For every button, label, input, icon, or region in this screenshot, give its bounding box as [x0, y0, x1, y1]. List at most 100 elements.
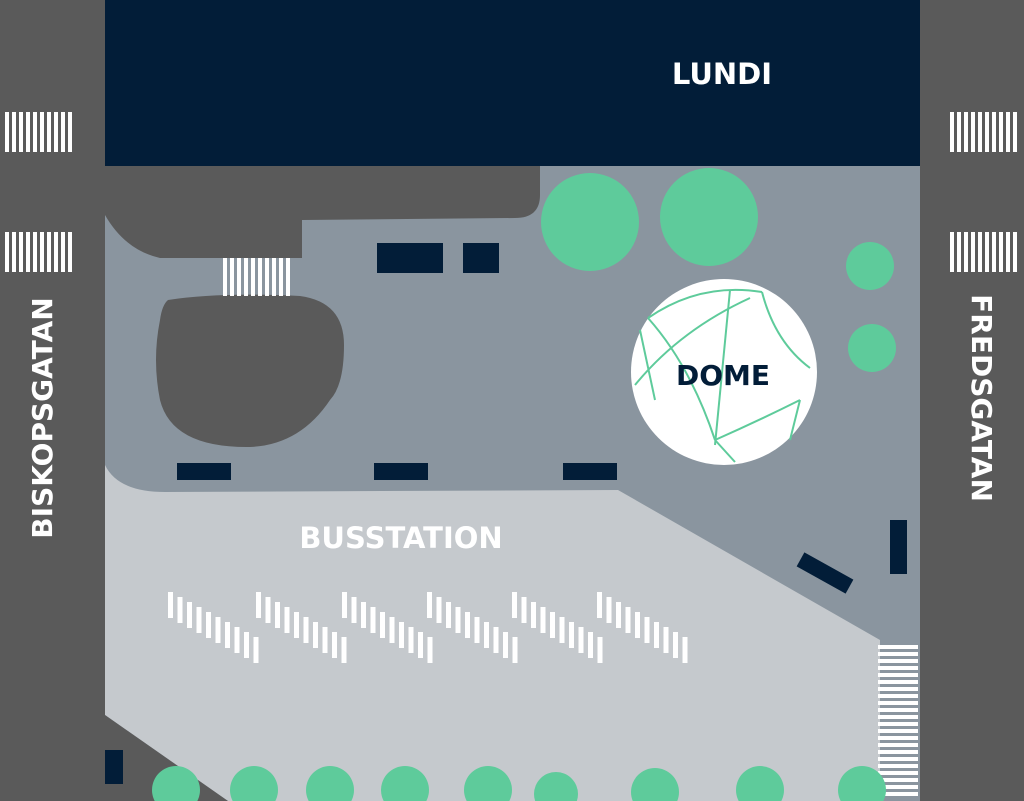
- crosswalk-stripe: [878, 729, 918, 733]
- bus-bay-stripe: [578, 627, 584, 653]
- bus-bay-stripe: [225, 622, 230, 648]
- bus-bay-stripe: [418, 632, 423, 658]
- bench-icon: [890, 520, 907, 574]
- bus-bay-stripe: [332, 632, 337, 658]
- crosswalk-stripe: [230, 258, 234, 296]
- bus-bay-stripe: [380, 612, 385, 638]
- bus-bay-stripe: [399, 622, 404, 648]
- bus-bay-stripe: [408, 627, 414, 653]
- bus-bay-stripe: [531, 602, 536, 628]
- bus-bay-stripe: [187, 602, 192, 628]
- bus-bay-stripe: [446, 602, 451, 628]
- bus-bay-stripe: [635, 612, 640, 638]
- crosswalk-stripe: [878, 757, 918, 761]
- crosswalk-stripe: [992, 232, 996, 272]
- bus-bay-stripe: [616, 602, 621, 628]
- crosswalk-stripe: [878, 687, 918, 691]
- crosswalk-stripe: [878, 736, 918, 740]
- crosswalk-stripe: [985, 232, 989, 272]
- tree-icon: [381, 766, 429, 801]
- bus-bay-stripe: [256, 592, 261, 618]
- crosswalk-stripe: [878, 771, 918, 775]
- crosswalk-icon: [5, 112, 72, 152]
- bus-bay-stripe: [206, 612, 211, 638]
- crosswalk-stripe: [878, 694, 918, 698]
- tree-icon: [846, 242, 894, 290]
- bus-bay-stripe: [215, 617, 221, 643]
- crosswalk-stripe: [1013, 232, 1017, 272]
- bench-icon: [563, 463, 617, 480]
- bus-bay-stripe: [275, 602, 280, 628]
- bus-bay-stripe: [361, 602, 366, 628]
- bus-bay-stripe: [512, 592, 517, 618]
- bus-bay-stripe: [313, 622, 318, 648]
- crosswalk-stripe: [950, 112, 954, 152]
- bus-bay-stripe: [234, 627, 240, 653]
- dome-label: DOME: [676, 359, 770, 392]
- crosswalk-stripe: [12, 112, 16, 152]
- crosswalk-stripe: [237, 258, 241, 296]
- crosswalk-stripe: [878, 652, 918, 656]
- bus-bay-stripe: [588, 632, 593, 658]
- crosswalk-stripe: [878, 666, 918, 670]
- bus-bay-stripe: [465, 612, 470, 638]
- bus-bay-stripe: [244, 632, 249, 658]
- crosswalk-stripe: [33, 232, 37, 272]
- bus-bay-stripe: [682, 637, 688, 663]
- bus-bay-stripe: [342, 592, 347, 618]
- crosswalk-stripe: [258, 258, 262, 296]
- crosswalk-icon: [223, 258, 290, 296]
- crosswalk-stripe: [878, 764, 918, 768]
- crosswalk-stripe: [878, 792, 918, 796]
- crosswalk-stripe: [265, 258, 269, 296]
- bus-bay-stripe: [427, 592, 432, 618]
- crosswalk-stripe: [950, 232, 954, 272]
- crosswalk-stripe: [68, 112, 72, 152]
- bus-bay-marking: [168, 592, 259, 663]
- crosswalk-stripe: [61, 232, 65, 272]
- crosswalk-stripe: [878, 743, 918, 747]
- tree-icon: [838, 766, 886, 801]
- bus-bay-stripe: [654, 622, 659, 648]
- crosswalk-stripe: [47, 232, 51, 272]
- crosswalk-stripe: [68, 232, 72, 272]
- bus-bay-stripe: [322, 627, 328, 653]
- bus-bay-stripe: [370, 607, 376, 633]
- bus-bay-stripe: [550, 612, 555, 638]
- bus-bay-marking: [427, 592, 518, 663]
- bus-bay-stripe: [253, 637, 259, 663]
- crosswalk-stripe: [878, 708, 918, 712]
- tree-icon: [736, 766, 784, 801]
- crosswalk-stripe: [878, 750, 918, 754]
- bench-icon: [796, 552, 854, 594]
- crosswalk-icon: [950, 112, 1017, 152]
- dome-circle: [631, 279, 817, 465]
- dome: DOME: [631, 279, 817, 465]
- crosswalk-stripe: [1006, 232, 1010, 272]
- street-label-east: FREDSGATAN: [965, 294, 998, 502]
- crosswalk-stripe: [957, 112, 961, 152]
- crosswalk-stripe: [19, 112, 23, 152]
- crosswalk-stripe: [878, 715, 918, 719]
- bus-bay-stripe: [625, 607, 631, 633]
- bench-icon: [463, 243, 499, 273]
- crosswalk-stripe: [878, 659, 918, 663]
- building-label: LUNDI: [672, 57, 772, 91]
- crosswalk-stripe: [878, 680, 918, 684]
- bus-bay-marking: [342, 592, 433, 663]
- crosswalk-icon: [5, 232, 72, 272]
- crosswalk-stripe: [244, 258, 248, 296]
- crosswalk-stripe: [40, 232, 44, 272]
- crosswalk-stripe: [878, 785, 918, 789]
- crosswalk-stripe: [1013, 112, 1017, 152]
- crosswalk-stripe: [971, 112, 975, 152]
- crosswalk-stripe: [47, 112, 51, 152]
- bus-bay-stripe: [284, 607, 290, 633]
- bus-bay-stripe: [455, 607, 461, 633]
- bus-bay-stripe: [389, 617, 395, 643]
- tree-icon: [464, 766, 512, 801]
- bus-station-label: BUSSTATION: [299, 521, 502, 555]
- tree-icon: [534, 772, 578, 801]
- bus-bay-marking: [512, 592, 603, 663]
